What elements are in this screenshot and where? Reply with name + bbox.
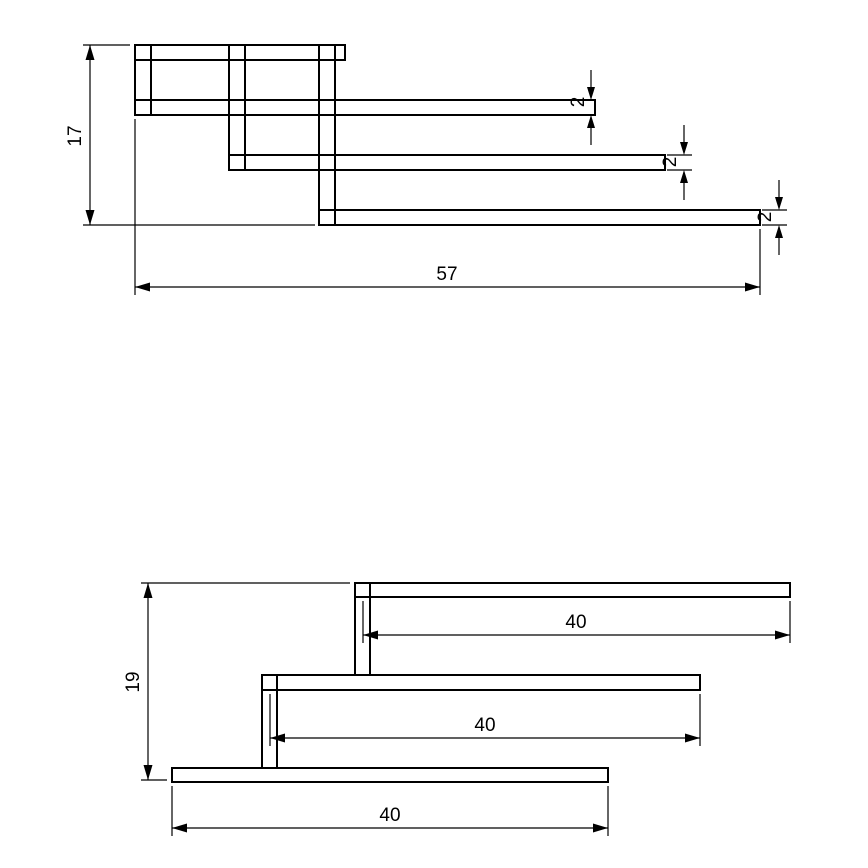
dim-label-thickness-2: 2	[660, 157, 681, 168]
dim-overall-height-side-view: 19	[123, 582, 350, 781]
arrowhead	[587, 115, 595, 128]
arrowhead	[363, 630, 378, 640]
arrowhead	[270, 733, 285, 743]
dim-label-length-bottom: 40	[379, 805, 400, 826]
side-bar-top	[354, 582, 791, 598]
arrowhead	[680, 142, 688, 155]
side-view: 19 40 40 40	[123, 582, 791, 836]
arrowhead	[143, 765, 153, 780]
arrowhead	[593, 823, 608, 833]
dim-label-length-top: 40	[565, 612, 586, 633]
top-view: 17 57 2 2	[65, 44, 787, 295]
dim-label-thickness-1: 2	[568, 97, 589, 108]
top-post-2	[228, 44, 246, 171]
dim-length-bar-top: 40	[362, 601, 791, 643]
top-arm-2	[228, 154, 666, 171]
dim-overall-height-top-view: 17	[65, 44, 315, 226]
arrowhead	[85, 45, 95, 60]
dim-length-bar-bottom: 40	[171, 786, 609, 836]
dim-length-bar-middle: 40	[269, 694, 701, 746]
top-arm-1	[134, 99, 596, 116]
arrowhead	[143, 583, 153, 598]
top-arm-3	[318, 209, 761, 226]
arrowhead	[587, 87, 595, 100]
arrowhead	[685, 733, 700, 743]
dim-thickness-arm-1: 2	[568, 70, 595, 145]
arrowhead	[680, 170, 688, 183]
dim-label-height-19: 19	[123, 671, 144, 692]
dim-thickness-arm-3: 2	[755, 180, 787, 255]
arrowhead	[172, 823, 187, 833]
arrowhead	[85, 210, 95, 225]
dim-label-thickness-3: 2	[755, 212, 776, 223]
dim-thickness-arm-2: 2	[660, 125, 692, 200]
arrowhead	[745, 282, 760, 292]
side-bar-bottom	[171, 767, 609, 783]
top-post-1	[134, 44, 152, 116]
arrowhead	[775, 630, 790, 640]
dim-label-width-57: 57	[436, 264, 457, 285]
arrowhead	[775, 225, 783, 238]
top-post-3	[318, 44, 336, 226]
side-bar-middle	[261, 674, 701, 691]
dim-overall-width-top-view: 57	[134, 119, 761, 295]
top-rail	[134, 44, 346, 61]
dim-label-length-middle: 40	[474, 715, 495, 736]
arrowhead	[775, 197, 783, 210]
arrowhead	[135, 282, 150, 292]
dim-label-height-17: 17	[65, 125, 86, 146]
